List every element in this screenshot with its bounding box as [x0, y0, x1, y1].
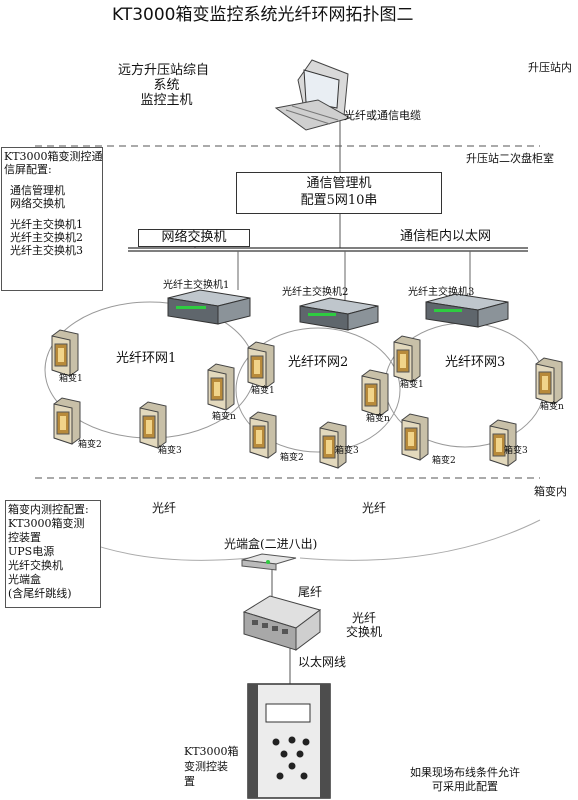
ring-2-box-n: 箱变n: [366, 414, 390, 424]
fiber-left-label: 光纤: [152, 501, 177, 515]
main-switch-2-icon: [299, 297, 379, 331]
ring-1-box-2: 箱变2: [78, 440, 102, 450]
network-switch-box: 网络交换机: [138, 229, 250, 247]
cabinet-r3-3: [489, 419, 517, 467]
fiber-right-label: 光纤: [362, 501, 387, 515]
fiber-switch-icon: [242, 595, 322, 651]
cabinet-r2-1: [247, 341, 275, 389]
main-switch-1-icon: [167, 289, 251, 325]
box-config-panel: 箱变内测控配置: KT3000箱变测 控装置 UPS电源 光纤交换机 光端盒 (…: [5, 500, 101, 608]
cable-label: 光纤或通信电缆: [344, 109, 421, 122]
remote-host-label: 远方升压站综自 系统 监控主机: [118, 63, 210, 108]
zone-label-booster: 升压站内: [528, 61, 572, 74]
note-label: 如果现场布线条件允许 可采用此配置: [410, 766, 520, 793]
ring-1-box-1: 箱变1: [59, 374, 83, 384]
zone-label-secondary-room: 升压站二次盘柜室: [466, 152, 554, 165]
ring-1-box-n: 箱变n: [212, 412, 236, 422]
device-label: KT3000箱 变测控装 置: [184, 745, 239, 788]
cabinet-r2-n: [361, 369, 389, 417]
main-switch-3-label: 光纤主交换机3: [408, 287, 475, 298]
main-switch-3-icon: [425, 293, 509, 328]
cabinet-ethernet-label: 通信柜内以太网: [400, 229, 492, 244]
zone-label-box-inside: 箱变内: [534, 485, 567, 498]
page-title: KT3000箱变监控系统光纤环网拓扑图二: [112, 5, 414, 25]
ring-3-box-2: 箱变2: [432, 456, 456, 466]
ring-2-label: 光纤环网2: [288, 355, 349, 370]
ring-2-box-2: 箱变2: [280, 453, 304, 463]
ring-1-label: 光纤环网1: [116, 351, 177, 366]
ethernet-cable-label: 以太网线: [298, 655, 347, 669]
cabinet-r3-n: [535, 357, 563, 405]
cabinet-r3-2: [401, 413, 429, 461]
main-switch-2-label: 光纤主交换机2: [282, 287, 349, 298]
fiber-ring-2: [235, 327, 401, 453]
cabinet-r2-2: [249, 411, 277, 459]
terminal-box-label: 光端盒(二进八出): [224, 537, 318, 551]
cabinet-r3-1: [393, 335, 421, 383]
station-config-panel: KT3000箱变测控通 信屏配置: 通信管理机 网络交换机 光纤主交换机1 光纤…: [1, 147, 103, 291]
pigtail-label: 尾纤: [298, 585, 323, 599]
ring-3-box-1: 箱变1: [400, 380, 424, 390]
cabinet-r1-1: [51, 329, 79, 377]
cabinet-r2-3: [319, 421, 347, 469]
fiber-arc-right: [299, 519, 541, 561]
ring-3-box-n: 箱变n: [540, 402, 564, 412]
kt3000-device-icon: [247, 683, 331, 799]
ring-2-box-3: 箱变3: [335, 446, 359, 456]
ring-2-box-1: 箱变1: [251, 386, 275, 396]
ring-1-box-3: 箱变3: [158, 446, 182, 456]
ring-3-box-3: 箱变3: [504, 446, 528, 456]
computer-icon: [274, 59, 352, 131]
ring-3-label: 光纤环网3: [445, 355, 506, 370]
cabinet-r1-2: [53, 397, 81, 445]
fiber-switch-label: 光纤 交换机: [346, 611, 383, 639]
comm-manager-box: 通信管理机 配置5网10串: [236, 172, 442, 214]
main-switch-1-label: 光纤主交换机1: [163, 280, 230, 291]
terminal-box-icon: [241, 553, 297, 571]
cabinet-r1-n: [207, 363, 235, 411]
cabinet-r1-3: [139, 401, 167, 449]
